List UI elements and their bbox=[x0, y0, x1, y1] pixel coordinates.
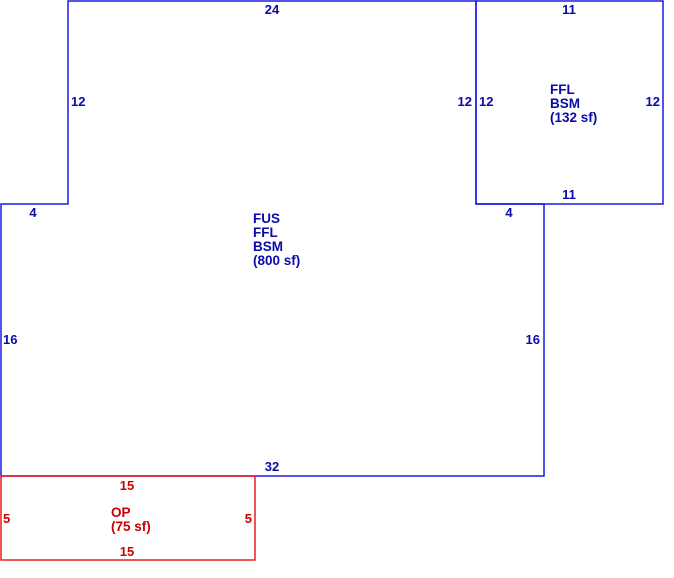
main-area-label: (800 sf) bbox=[253, 253, 300, 268]
addition-area-label: (132 sf) bbox=[550, 110, 597, 125]
addition-right-dimension: 12 bbox=[646, 94, 660, 109]
porch-left-dimension: 5 bbox=[3, 511, 10, 526]
porch-right-dimension: 5 bbox=[245, 511, 252, 526]
addition-label-line-1: FFL bbox=[550, 82, 575, 97]
addition-left-dimension: 12 bbox=[479, 94, 493, 109]
main-left-step-dimension: 4 bbox=[29, 205, 37, 220]
main-label-line-1: FUS bbox=[253, 211, 280, 226]
porch-area-label: (75 sf) bbox=[111, 519, 151, 534]
addition-outline bbox=[475, 0, 664, 205]
addition-label-line-2: BSM bbox=[550, 96, 580, 111]
main-upper-right-dimension: 12 bbox=[458, 94, 472, 109]
porch-label-line-1: OP bbox=[111, 505, 131, 520]
main-right-side-dimension: 16 bbox=[526, 332, 540, 347]
main-top-dimension: 24 bbox=[265, 2, 280, 17]
addition-bottom-dimension: 11 bbox=[562, 187, 576, 202]
porch-outline bbox=[0, 475, 256, 561]
main-label-line-3: BSM bbox=[253, 239, 283, 254]
addition-top-dimension: 11 bbox=[562, 2, 576, 17]
main-bottom-dimension: 32 bbox=[265, 459, 279, 474]
porch-bottom-dimension: 15 bbox=[120, 544, 134, 559]
porch-top-dimension: 15 bbox=[120, 478, 134, 493]
main-upper-left-dimension: 12 bbox=[71, 94, 85, 109]
main-left-side-dimension: 16 bbox=[3, 332, 17, 347]
main-right-step-dimension: 4 bbox=[505, 205, 513, 220]
main-label-line-2: FFL bbox=[253, 225, 278, 240]
